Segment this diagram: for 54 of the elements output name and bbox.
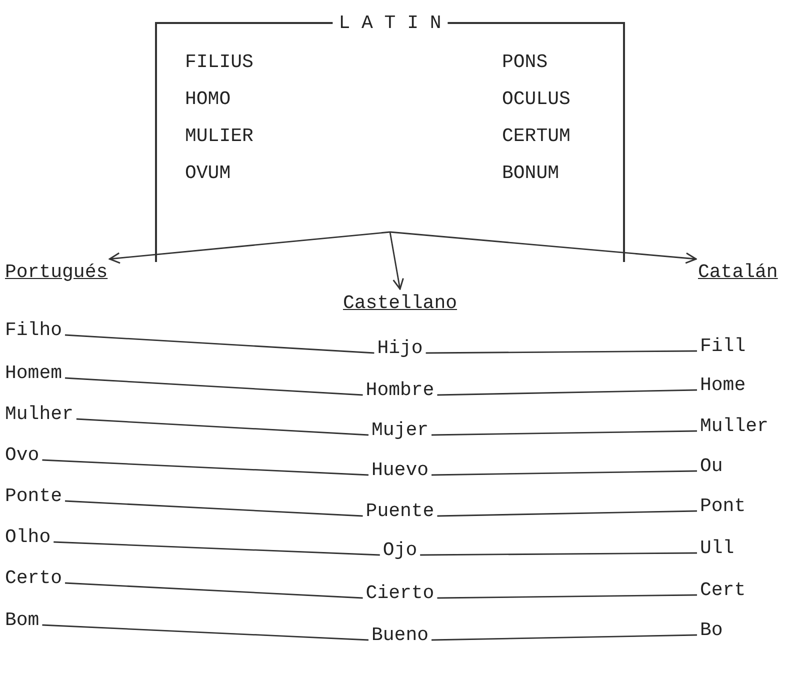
word: Olho: [5, 526, 51, 548]
word: Ou: [700, 455, 723, 477]
word: Bo: [700, 619, 723, 641]
word: Fill: [700, 335, 746, 357]
word: Huevo: [372, 459, 428, 481]
connector-line: [437, 510, 698, 517]
arrow: [108, 231, 390, 264]
word: Ponte: [5, 485, 62, 507]
word: Ull: [700, 537, 734, 559]
connector-line: [432, 470, 698, 476]
word: Puente: [366, 500, 434, 522]
word: Pont: [700, 495, 746, 517]
word: Bom: [5, 609, 40, 631]
connector-line: [437, 594, 697, 599]
latin-word: OVUM: [185, 162, 231, 184]
word: Filho: [5, 319, 62, 341]
latin-word: PONS: [502, 51, 548, 73]
connector-line: [64, 500, 363, 517]
word: Ojo: [382, 539, 418, 561]
word: Hombre: [366, 379, 434, 401]
connector-line: [64, 377, 363, 396]
latin-word: HOMO: [185, 88, 231, 110]
column-heading: Castellano: [342, 292, 458, 314]
column-heading: Catalán: [698, 261, 778, 283]
word: Home: [700, 374, 746, 396]
column-heading: Portugués: [5, 261, 108, 283]
latin-word: CERTUM: [502, 125, 570, 147]
arrow: [389, 232, 404, 290]
word: Mujer: [372, 419, 428, 441]
connector-line: [64, 582, 363, 599]
connector-line: [437, 389, 698, 396]
word: Homem: [5, 362, 62, 384]
connector-line: [54, 541, 380, 556]
connector-line: [76, 418, 369, 436]
connector-line: [432, 430, 698, 436]
latin-word: BONUM: [502, 162, 560, 184]
word: Bueno: [372, 624, 428, 646]
connector-line: [64, 334, 374, 354]
word: Mulher: [5, 403, 74, 425]
latin-word: FILIUS: [185, 51, 254, 73]
word: Hijo: [377, 337, 423, 359]
latin-word: MULIER: [185, 125, 254, 147]
connector-line: [42, 624, 369, 641]
latin-word: OCULUS: [502, 88, 570, 110]
arrow: [390, 231, 697, 264]
word: Ovo: [5, 444, 40, 466]
connector-line: [426, 350, 697, 354]
word: Muller: [700, 415, 768, 437]
word: Cert: [700, 579, 746, 601]
connector-line: [420, 552, 697, 556]
word: Cierto: [366, 582, 434, 604]
word: Certo: [5, 567, 62, 589]
connector-line: [432, 634, 698, 641]
connector-line: [42, 459, 369, 476]
